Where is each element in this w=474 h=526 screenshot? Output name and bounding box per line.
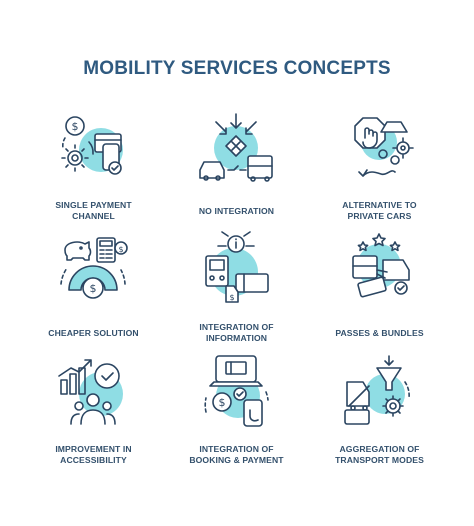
concept-label: INTEGRATION OF INFORMATION xyxy=(165,322,308,344)
concept-label-line: TRANSPORT MODES xyxy=(335,455,424,465)
page-title: MOBILITY SERVICES CONCEPTS xyxy=(83,58,391,79)
booking-payment-icon: $ xyxy=(196,352,276,432)
concept-label-line: INTEGRATION OF xyxy=(199,322,274,332)
concept-label-line: INTEGRATION OF xyxy=(199,444,274,454)
concept-label-line: NO INTEGRATION xyxy=(198,206,275,216)
concept-label-line: AGGREGATION OF xyxy=(339,444,420,454)
concept-label-line: INFORMATION xyxy=(205,333,268,343)
concept-label: AGGREGATION OF TRANSPORT MODES xyxy=(308,444,451,466)
accessibility-icon xyxy=(53,352,133,432)
information-integration-icon: $ xyxy=(196,230,276,310)
concept-label-line: CHEAPER SOLUTION xyxy=(48,328,139,338)
concept-card: PASSES & BUNDLES xyxy=(308,230,451,352)
concept-card: NO INTEGRATION xyxy=(165,108,308,230)
concept-card: ALTERNATIVE TO PRIVATE CARS xyxy=(308,108,451,230)
concept-card: AGGREGATION OF TRANSPORT MODES xyxy=(308,352,451,474)
concept-label: PASSES & BUNDLES xyxy=(308,328,451,339)
concept-card: $ INTEGRATION OF INFORMATION xyxy=(165,230,308,352)
concept-grid: $ SINGLE PAYMENT CHANNEL xyxy=(22,108,452,474)
passes-bundles-icon xyxy=(339,230,419,310)
concept-label: INTEGRATION OF BOOKING & PAYMENT xyxy=(165,444,308,466)
concept-card: $ SINGLE PAYMENT CHANNEL xyxy=(22,108,165,230)
concept-label-line: BOOKING & PAYMENT xyxy=(189,455,284,465)
no-integration-icon xyxy=(196,108,276,188)
concept-card: IMPROVEMENT IN ACCESSIBILITY xyxy=(22,352,165,474)
concept-label: SINGLE PAYMENT CHANNEL xyxy=(22,200,165,222)
concept-label-line: PASSES & BUNDLES xyxy=(335,328,424,338)
concept-label-line: SINGLE PAYMENT xyxy=(55,200,132,210)
concept-card: $ $ CHEAPER SOLUTION xyxy=(22,230,165,352)
svg-text:$: $ xyxy=(72,120,79,133)
concept-label: NO INTEGRATION xyxy=(165,206,308,217)
cheaper-solution-icon: $ $ xyxy=(53,230,133,310)
svg-text:$: $ xyxy=(229,293,234,302)
concept-label-line: PRIVATE CARS xyxy=(347,211,412,221)
concept-label-line: CHANNEL xyxy=(72,211,115,221)
alternative-cars-icon xyxy=(339,108,419,188)
payment-channel-icon: $ xyxy=(53,108,133,188)
concept-label-line: IMPROVEMENT IN xyxy=(55,444,132,454)
concept-label-line: ACCESSIBILITY xyxy=(60,455,127,465)
concept-card: $ INTEGRATION OF BOOKING & PAYMENT xyxy=(165,352,308,474)
concept-label: ALTERNATIVE TO PRIVATE CARS xyxy=(308,200,451,222)
svg-text:$: $ xyxy=(90,282,97,295)
concept-label: CHEAPER SOLUTION xyxy=(22,328,165,339)
svg-text:$: $ xyxy=(219,396,226,409)
svg-text:$: $ xyxy=(118,245,123,254)
concept-label-line: ALTERNATIVE TO xyxy=(342,200,417,210)
concept-label: IMPROVEMENT IN ACCESSIBILITY xyxy=(22,444,165,466)
transport-aggregation-icon xyxy=(339,352,419,432)
